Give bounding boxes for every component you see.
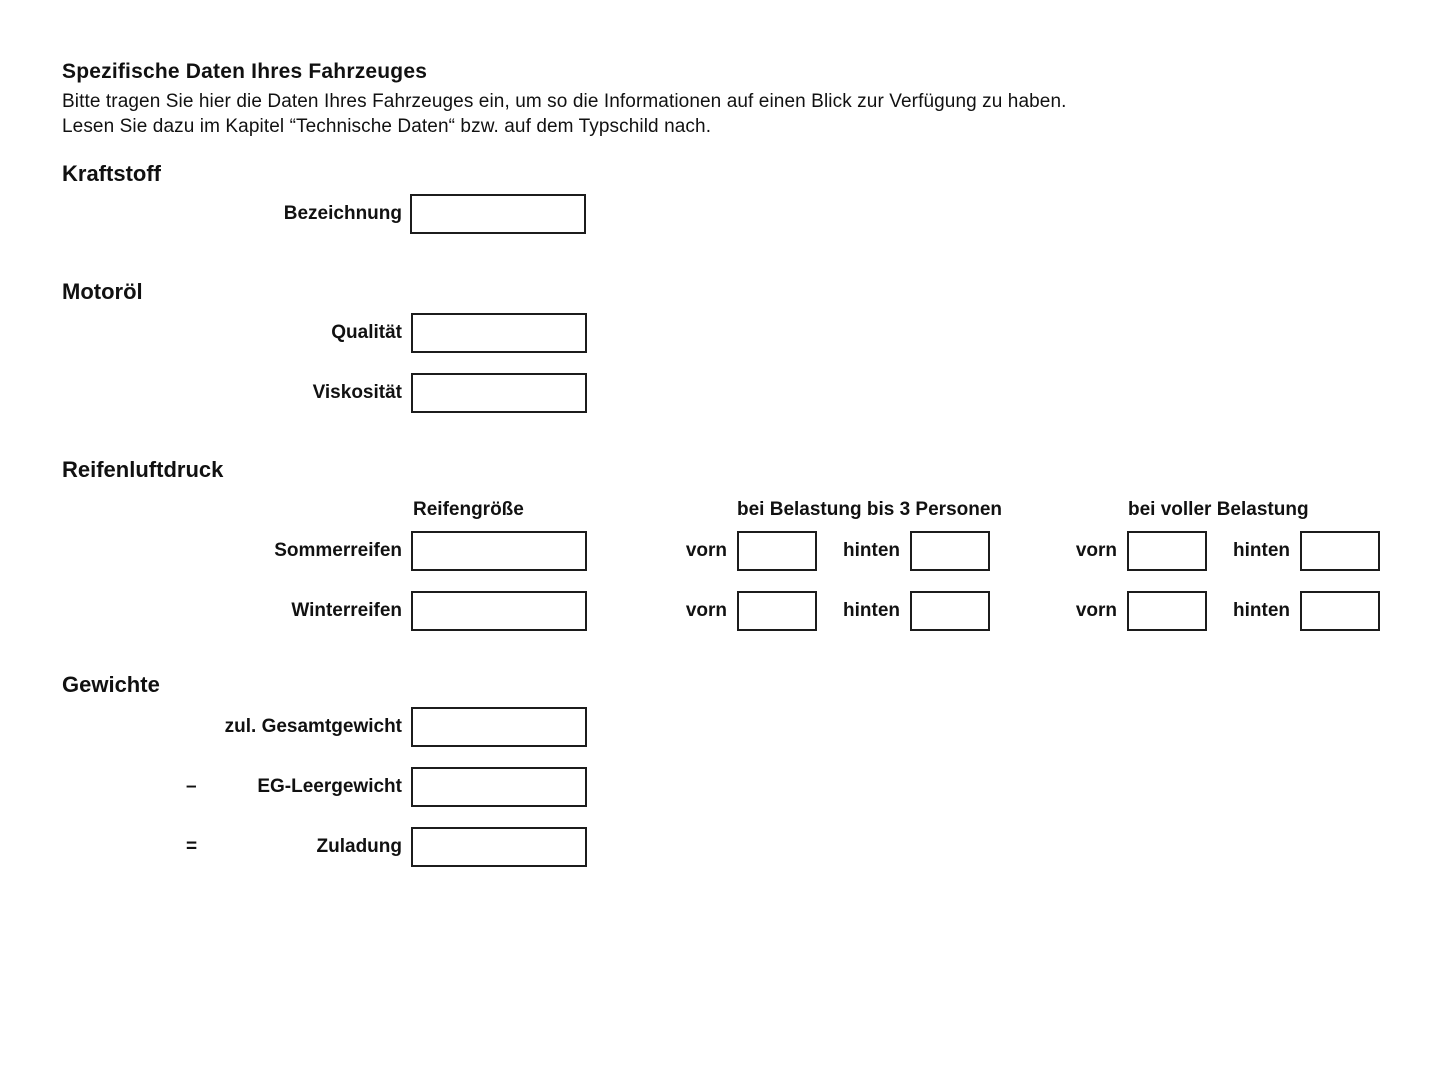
col-header-volle-belastung: bei voller Belastung: [1128, 499, 1309, 520]
winterreifen-belastung3-hinten-label: hinten: [843, 600, 900, 621]
kraftstoff-heading: Kraftstoff: [62, 161, 161, 186]
winterreifen-voll-vorn-input[interactable]: [1127, 591, 1207, 631]
zuladung-label: Zuladung: [316, 836, 402, 857]
viskositaet-input[interactable]: [411, 373, 587, 413]
sommerreifen-voll-vorn-label: vorn: [1075, 540, 1117, 561]
winterreifen-reifengroesse-input[interactable]: [411, 591, 587, 631]
qualitaet-label: Qualität: [331, 322, 402, 343]
winterreifen-voll-hinten-label: hinten: [1233, 600, 1290, 621]
winterreifen-label: Winterreifen: [291, 600, 402, 621]
col-header-belastung-3-personen: bei Belastung bis 3 Personen: [737, 499, 1003, 520]
sommerreifen-reifengroesse-input[interactable]: [411, 531, 587, 571]
motoroel-heading: Motoröl: [62, 279, 143, 304]
minus-operator: –: [186, 776, 197, 797]
sommerreifen-label: Sommerreifen: [274, 540, 402, 561]
qualitaet-input[interactable]: [411, 313, 587, 353]
col-header-reifengroesse: Reifengröße: [413, 499, 524, 520]
gesamtgewicht-label: zul. Gesamtgewicht: [224, 716, 402, 737]
leergewicht-label: EG-Leergewicht: [257, 776, 402, 797]
winterreifen-belastung3-hinten-input[interactable]: [910, 591, 990, 631]
zuladung-input[interactable]: [411, 827, 587, 867]
winterreifen-belastung3-vorn-input[interactable]: [737, 591, 817, 631]
leergewicht-input[interactable]: [411, 767, 587, 807]
sommerreifen-belastung3-hinten-label: hinten: [843, 540, 900, 561]
sommerreifen-belastung3-vorn-input[interactable]: [737, 531, 817, 571]
reifenluftdruck-heading: Reifenluftdruck: [62, 457, 224, 482]
gesamtgewicht-input[interactable]: [411, 707, 587, 747]
winterreifen-voll-vorn-label: vorn: [1075, 600, 1117, 621]
viskositaet-label: Viskosität: [312, 382, 402, 403]
bezeichnung-label: Bezeichnung: [283, 203, 402, 224]
winterreifen-belastung3-vorn-label: vorn: [685, 600, 727, 621]
sommerreifen-voll-vorn-input[interactable]: [1127, 531, 1207, 571]
bezeichnung-input[interactable]: [410, 194, 586, 234]
sommerreifen-belastung3-hinten-input[interactable]: [910, 531, 990, 571]
sommerreifen-voll-hinten-label: hinten: [1233, 540, 1290, 561]
sommerreifen-voll-hinten-input[interactable]: [1300, 531, 1380, 571]
intro-line-2: Lesen Sie dazu im Kapitel “Technische Da…: [62, 116, 712, 137]
winterreifen-voll-hinten-input[interactable]: [1300, 591, 1380, 631]
page-title: Spezifische Daten Ihres Fahrzeuges: [62, 60, 428, 83]
gewichte-heading: Gewichte: [62, 672, 160, 697]
intro-line-1: Bitte tragen Sie hier die Daten Ihres Fa…: [62, 91, 1067, 112]
equals-operator: =: [186, 836, 198, 857]
sommerreifen-belastung3-vorn-label: vorn: [685, 540, 727, 561]
